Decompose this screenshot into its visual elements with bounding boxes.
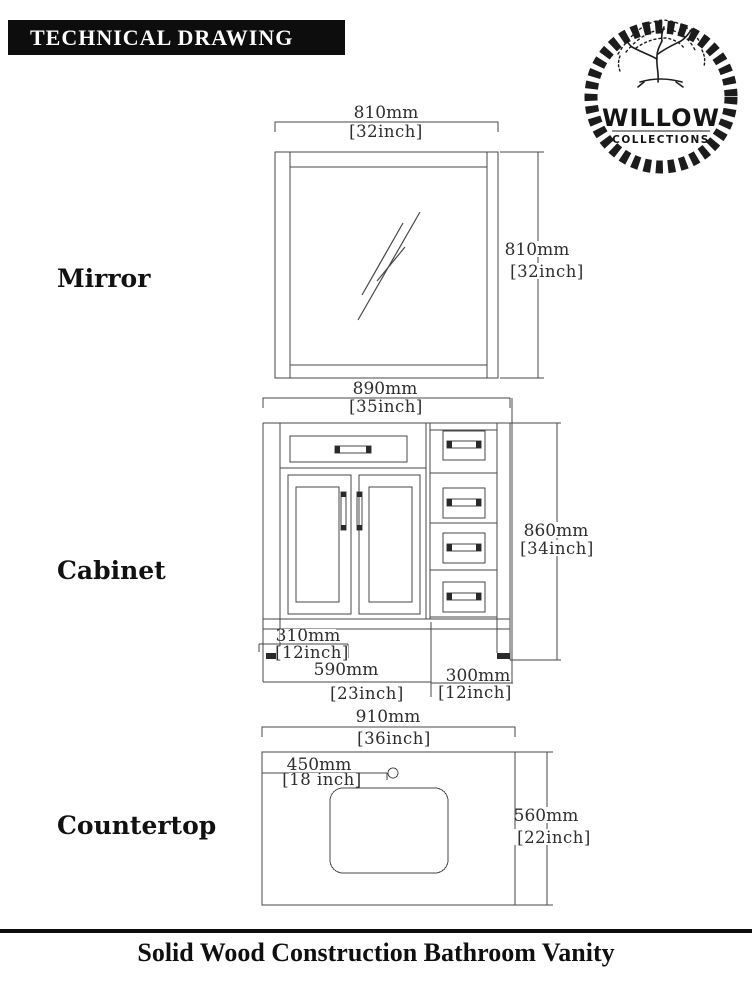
right-door-panel (368, 486, 413, 603)
brand-logo: WILLOW COLLECTIONS (578, 14, 746, 182)
cabinet-drawer-section-dimension: 300mm [12inch] (431, 398, 518, 702)
left-door (287, 474, 352, 615)
countertop-label: Countertop (57, 811, 217, 840)
rope-ring-icon (584, 20, 738, 174)
faucet-hole (387, 767, 399, 779)
left-foot (266, 653, 279, 659)
countertop-drawing: 910mm [36inch] 560mm [22inch] 450mm [18 (261, 707, 598, 906)
left-door-handle (340, 491, 347, 531)
right-door-handle (356, 491, 363, 531)
cabinet-height-inch: [34inch] (520, 539, 594, 558)
mirror-height-dimension: 810mm [32inch] (500, 151, 592, 379)
sink-cutout (329, 787, 449, 874)
mirror-label: Mirror (57, 264, 151, 293)
cabinet-door-section-inch: [23inch] (330, 684, 404, 703)
cabinet-width-dimension: 890mm [35inch] (262, 379, 511, 416)
cabinet-height-mm: 860mm (524, 521, 589, 541)
right-foot (497, 653, 510, 659)
cabinet-drawer-section-inch: [12inch] (438, 683, 512, 702)
cabinet-toekick-dimension: 310mm [12inch] (258, 626, 349, 662)
cabinet-door-section-mm: 590mm (314, 660, 379, 680)
countertop-width-inch: [36inch] (357, 729, 431, 748)
footer-rule (0, 929, 752, 933)
cabinet-drawing: 890mm [35inch] 860mm [34inch] 310m (258, 379, 599, 703)
page-title: TECHNICAL DRAWING (30, 24, 294, 50)
logo-brand-text: WILLOW (602, 104, 720, 132)
right-door (358, 474, 421, 615)
cabinet-drawer-section-mm: 300mm (446, 666, 511, 686)
countertop-depth-dimension: 560mm [22inch] (511, 751, 598, 906)
cabinet-toekick-mm: 310mm (276, 626, 341, 646)
countertop-depth-mm: 560mm (514, 806, 579, 826)
willow-tree-icon (617, 19, 706, 88)
faucet-offset-dimension: 450mm [18 inch] (262, 755, 388, 789)
left-door-panel (295, 486, 340, 603)
faucet-offset-mm: 450mm (287, 755, 352, 775)
faucet-offset-inch: [18 inch] (282, 770, 361, 789)
top-drawer-handle (334, 445, 372, 454)
footer-caption: Solid Wood Construction Bathroom Vanity (137, 938, 615, 967)
cabinet-width-mm: 890mm (353, 379, 418, 399)
mirror-width-mm: 810mm (354, 103, 419, 123)
bank-drawer-3 (442, 532, 486, 564)
mirror-drawing: 810mm [32inch] 810mm [32inch] (274, 103, 592, 379)
bank-drawer-2 (442, 487, 486, 519)
bank-drawer-handles (446, 440, 482, 601)
mirror-frame (274, 151, 499, 379)
countertop-width-mm: 910mm (356, 707, 421, 727)
cabinet-toekick-inch: [12inch] (275, 643, 349, 662)
mirror-glass-shine (357, 211, 421, 321)
countertop-slab (261, 751, 516, 906)
countertop-width-dimension: 910mm [36inch] (261, 707, 516, 748)
header-badge: TECHNICAL DRAWING (8, 20, 345, 55)
mirror-width-inch: [32inch] (349, 122, 423, 141)
mirror-height-inch: [32inch] (510, 262, 584, 281)
mirror-height-mm: 810mm (505, 240, 570, 260)
bank-drawer-4 (442, 581, 486, 613)
willow-collections-logo: WILLOW COLLECTIONS (584, 19, 738, 174)
countertop-depth-inch: [22inch] (517, 828, 591, 847)
cabinet-label: Cabinet (57, 556, 166, 585)
cabinet-door-section-dimension: 590mm [23inch] (263, 622, 432, 703)
cabinet-height-dimension: 860mm [34inch] (510, 422, 599, 661)
logo-subtitle-text: COLLECTIONS (612, 134, 710, 146)
mirror-width-dimension: 810mm [32inch] (274, 103, 499, 141)
top-drawer-front (289, 435, 408, 463)
cabinet-width-inch: [35inch] (349, 397, 423, 416)
bank-drawer-1 (442, 430, 486, 461)
